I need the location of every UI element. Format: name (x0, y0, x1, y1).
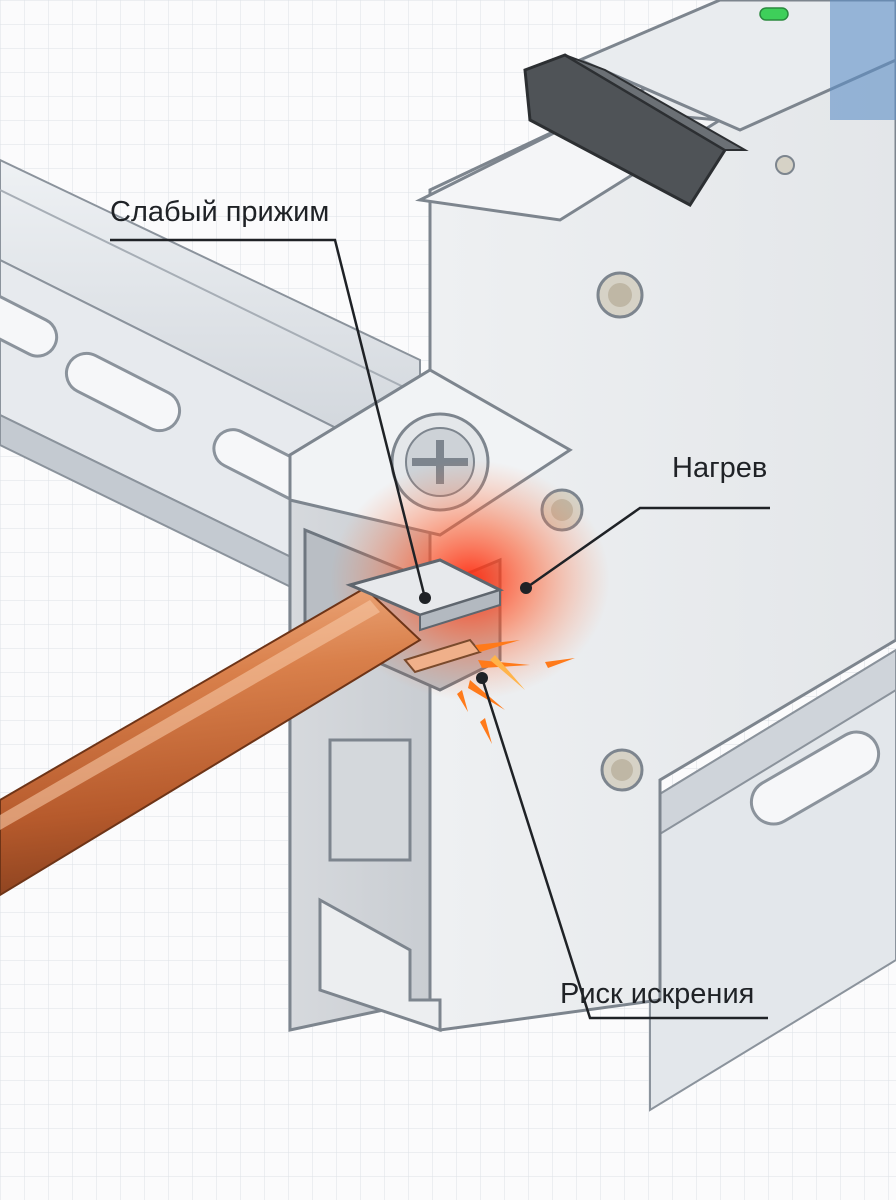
callout-heating: Нагрев (672, 452, 768, 484)
indicator-light (759, 7, 789, 21)
rivet (775, 155, 795, 175)
rail-slot (749, 730, 881, 826)
rail-slot (64, 351, 182, 433)
terminal-clamp-plate (345, 558, 504, 674)
brand-stripe (830, 0, 896, 120)
callout-spark-risk: Риск искрения (560, 978, 755, 1010)
callout-leaders (110, 238, 770, 1020)
copper-wire (0, 586, 422, 897)
pointer-dot (476, 672, 488, 684)
pointer-dot (419, 592, 431, 604)
pointer-dot (520, 582, 532, 594)
toggle-lever-icon (523, 53, 749, 207)
rail-slot (0, 288, 59, 358)
callout-weak-clamp: Слабый прижим (110, 196, 330, 228)
